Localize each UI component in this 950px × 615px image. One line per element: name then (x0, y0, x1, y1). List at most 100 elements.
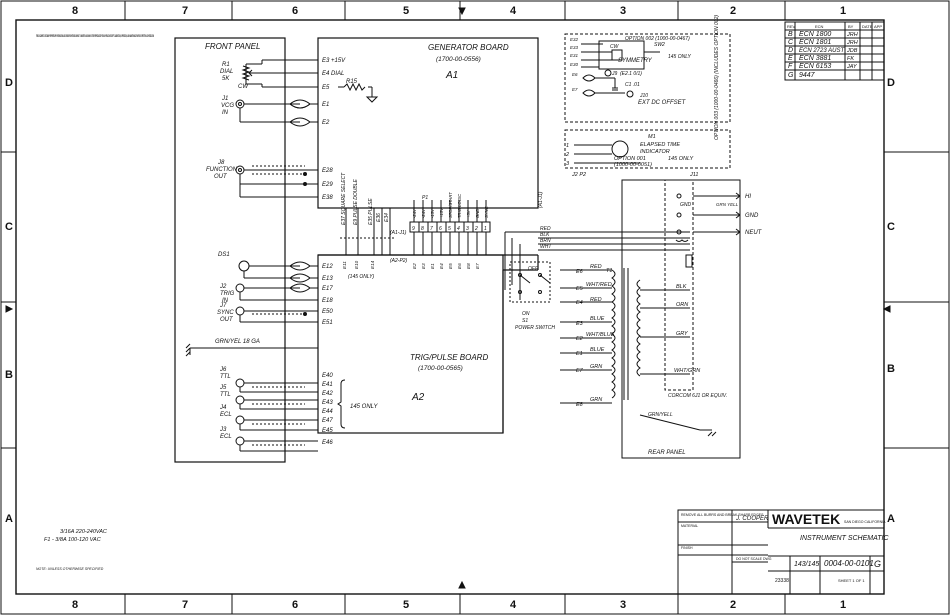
gen-term: E29 (322, 182, 333, 188)
j4-label: J4 (219, 405, 227, 411)
header-ref: (A1-J1) (390, 230, 407, 236)
option-002-cw: CW (610, 44, 620, 50)
trig-board-part: (1700-00-0565) (418, 365, 463, 372)
t1-term: E7 (576, 368, 584, 374)
title-finish: FINISH (681, 546, 693, 550)
option-002-term: E33 (570, 45, 579, 50)
r15-label: R15 (346, 79, 358, 85)
mid-term: E6 (457, 263, 462, 269)
option-002-only: 145 ONLY (668, 54, 692, 60)
sw2-box (598, 40, 645, 70)
p1-pin: 4 (457, 226, 460, 232)
gnd-label: GND (745, 213, 759, 219)
s1-on: ON (522, 311, 530, 317)
t1-wire: RED (590, 297, 602, 303)
front-panel-title: FRONT PANEL (205, 42, 260, 51)
option-002-term: E7 (572, 87, 578, 92)
r1-label: R1 (222, 62, 230, 68)
t1-right-wire: WHT/GRN (674, 368, 700, 374)
mid-term: E2 (412, 263, 417, 269)
j1-jack-icon (235, 99, 245, 109)
zone-left-C: C (5, 221, 13, 233)
option-002-term: E32 (570, 37, 579, 42)
ds1-label: DS1 (218, 252, 230, 258)
rev-header-rev: REV (787, 24, 796, 29)
r1-cw: CW (238, 84, 249, 90)
gen-vertical-label: E37 SQUARE SELECT (341, 172, 347, 225)
j11-label: J11 (689, 172, 698, 178)
rev-row-ecn: ECN 3881 (799, 55, 831, 62)
trig-term: E43 (322, 400, 333, 406)
j3-label: J3 (219, 427, 227, 433)
rev-row-ecn: 9447 (799, 72, 816, 79)
opt001-pin: 1 (566, 143, 569, 149)
mid-term: E8 (466, 263, 471, 269)
wavetek-location: SAN DIEGO CALIFORNIA (844, 520, 886, 524)
title-block (677, 509, 885, 595)
j6-label: J6 (219, 367, 227, 373)
t1-label: T1 (606, 268, 612, 274)
drawing-rev: G (874, 559, 881, 569)
gen-term: E4 DIAL (322, 71, 344, 77)
sheet-number: SHEET 1 OF 1 (838, 578, 865, 583)
option-002-term: E6 (572, 72, 578, 77)
rev-row-ecn: ECN 1801 (799, 39, 831, 46)
t1-transformer (611, 268, 641, 400)
mid-term: E10 (354, 260, 359, 269)
p1-pin: 2 (474, 226, 478, 232)
power-wire-label: BLK (540, 232, 550, 238)
rev-row-by: JRH (846, 40, 858, 46)
t1-wire: BLUE (590, 347, 605, 353)
t1-term: E4 (576, 300, 583, 306)
ds1-lamp-icon (238, 260, 250, 272)
p1-pin-label: -24V (412, 208, 417, 218)
power-wire-label: RED (540, 226, 551, 232)
j6-jack-icon (235, 378, 245, 388)
s1-contact (538, 290, 542, 294)
zone-bottom-1: 1 (840, 599, 846, 611)
gen-term: E2 (322, 120, 330, 126)
mid-ref: (A2-P2) (390, 258, 408, 264)
rev-row-rev: E (788, 55, 793, 62)
p1-pin-label: -24V (421, 208, 426, 218)
rev-header-ecn: ECN (815, 24, 824, 29)
zone-left-A: A (5, 513, 13, 525)
gnd-tag-label: GRN/YELL (648, 412, 673, 418)
corcom-cap-icon (685, 254, 693, 268)
j5-label: J5 (219, 385, 227, 391)
cage-code: 23338 (775, 578, 789, 584)
gen-vertical-label: E9 PULSE DOUBLE (353, 178, 359, 225)
p1-label: P1 (422, 195, 428, 201)
option-002-term: E31 (570, 53, 579, 58)
zone-bottom-6: 6 (292, 599, 298, 611)
generator-board-title: GENERATOR BOARD (428, 43, 509, 52)
rev-row-by: JDB (846, 48, 858, 54)
proprietary-notice: THIS DOCUMENT CONTAINS PROPRIETARY INFOR… (36, 34, 154, 38)
zone-top-6: 6 (292, 5, 298, 17)
fuse-note: 3/16A 220-240VAC (60, 529, 107, 535)
p1-pin-label: SYNC (484, 205, 489, 218)
zone-bottom-2: 2 (730, 599, 736, 611)
zone-top-8: 8 (72, 5, 78, 17)
wavetek-logo: WAVETEK (772, 511, 840, 527)
chassis-ground-icon (707, 431, 717, 437)
trig-board-lower-box (317, 254, 504, 434)
m1-indicator: INDICATOR (640, 149, 670, 155)
gen-term: E1 (322, 102, 329, 108)
lower-jacks (235, 378, 318, 452)
zone-top-3: 3 (620, 5, 626, 17)
j2-label: J2 (219, 284, 227, 290)
title-remove-note: REMOVE ALL BURRS AND BREAK SHARP EDGES (681, 513, 764, 517)
t1-wire: WHT/RED (586, 282, 612, 288)
front-panel-box (174, 37, 286, 463)
j9-jack-icon (604, 69, 612, 77)
p1-pin: 8 (421, 226, 424, 232)
revision-table (784, 21, 885, 81)
j1-vcg: VCG (221, 103, 234, 109)
m1-meter-icon (611, 140, 629, 158)
option-002-j9: J9 (611, 71, 618, 77)
zone-bottom-8: 8 (72, 599, 78, 611)
rev-row-by: FK (847, 56, 854, 62)
j8-jack-icon (235, 165, 245, 175)
